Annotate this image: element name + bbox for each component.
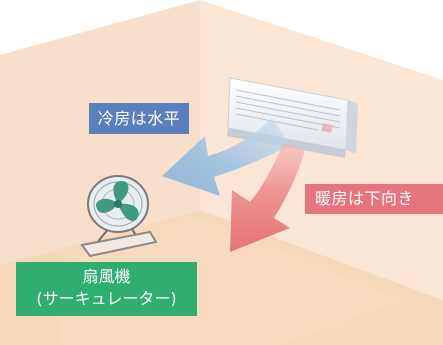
fan-icon [80,175,158,258]
cool-air-arrow-icon [162,118,290,196]
fan-label-line2: (サーキュレーター) [36,289,177,308]
fan-label-line1: 扇風機 [82,267,131,286]
warm-air-arrow-icon [230,143,305,252]
cooling-label: 冷房は水平 [89,103,189,134]
fan-label: 扇風機 (サーキュレーター) [16,262,197,316]
heating-label: 暖房は下向き [305,184,443,214]
